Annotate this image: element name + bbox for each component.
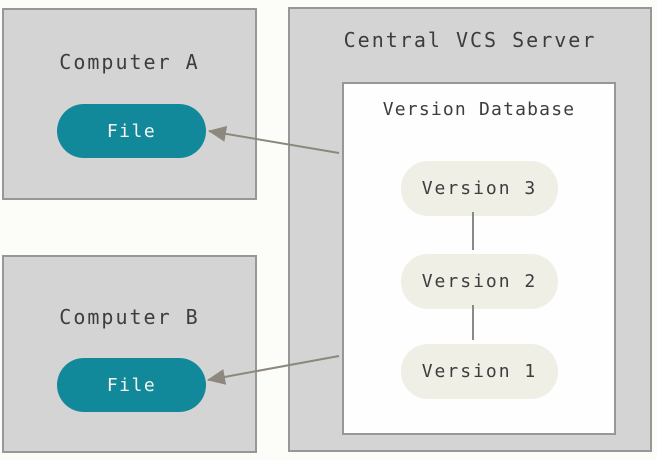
version-database-title: Version Database [382,99,576,120]
central-vcs-server-box: Central VCS Server Version Database Vers… [288,7,652,452]
computer-a-box: Computer A File [2,8,257,200]
computer-a-title: Computer A [59,50,200,74]
version-1-label: Version 1 [421,361,538,382]
computer-b-file-node: File [57,358,206,412]
version-1-node: Version 1 [401,344,558,399]
computer-a-file-label: File [106,120,157,142]
version-3-node: Version 3 [401,161,558,216]
computer-a-file-node: File [57,104,206,158]
version-database-box: Version Database Version 3 Version 2 Ver… [342,82,616,435]
computer-b-file-label: File [106,374,157,396]
central-vcs-server-title: Central VCS Server [343,28,597,52]
version-3-label: Version 3 [421,178,538,199]
computer-b-title: Computer B [59,305,200,329]
computer-b-box: Computer B File [2,255,257,453]
version-2-label: Version 2 [421,271,538,292]
version-2-node: Version 2 [401,254,558,309]
